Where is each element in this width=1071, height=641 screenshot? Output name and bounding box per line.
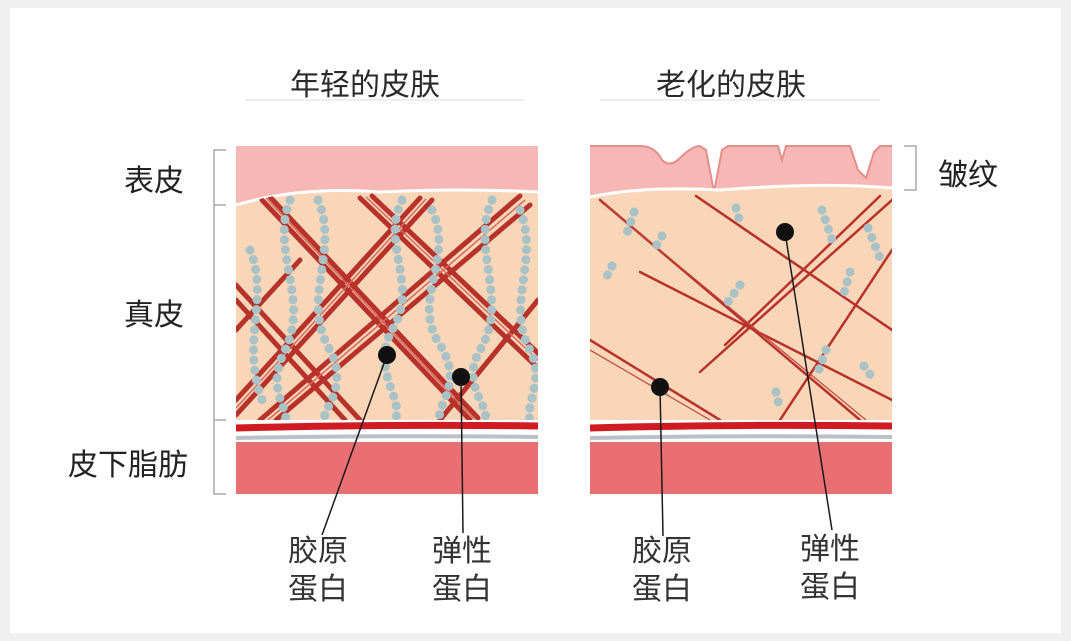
aged-vessel-gap xyxy=(589,431,893,435)
aged-elastin-fragments xyxy=(599,203,885,415)
aged-skin-title: 老化的皮肤 xyxy=(656,68,806,103)
subcutaneous-label: 皮下脂肪 xyxy=(68,448,188,483)
young-skin-panel xyxy=(235,146,539,494)
aged-elastin-line2: 蛋白 xyxy=(800,570,860,605)
wrinkle-label: 皱纹 xyxy=(938,158,998,193)
wrinkle-bracket xyxy=(904,145,917,191)
young-elastin-callout: 弹性 蛋白 xyxy=(432,533,492,609)
young-skin-title: 年轻的皮肤 xyxy=(290,68,440,103)
young-collagen-marker xyxy=(378,346,396,364)
young-vessel-gap xyxy=(235,431,539,435)
aged-collagen-callout: 胶原 蛋白 xyxy=(632,533,692,609)
young-dermis-boundary xyxy=(235,188,539,207)
aged-vessel xyxy=(589,421,893,432)
young-subcutaneous-fat xyxy=(236,442,538,494)
aged-fibers xyxy=(590,194,892,420)
young-collagen-line1: 胶原 xyxy=(288,534,348,569)
aged-collagen-line2: 蛋白 xyxy=(632,572,692,607)
aged-elastin-marker xyxy=(776,223,794,241)
aged-membrane xyxy=(589,434,893,440)
aged-dermis-boundary xyxy=(589,183,893,199)
aged-collagen-marker xyxy=(651,378,669,396)
young-elastin-line2: 蛋白 xyxy=(432,572,492,607)
aged-elastin-line1: 弹性 xyxy=(800,532,860,567)
young-elastin-marker xyxy=(452,368,470,386)
young-elastin-line1: 弹性 xyxy=(432,534,492,569)
young-collagen-line2: 蛋白 xyxy=(288,572,348,607)
young-vessel xyxy=(235,421,539,432)
aged-collagen-fibers xyxy=(590,194,892,420)
dermis-label: 真皮 xyxy=(124,298,184,333)
aged-subcutaneous-fat xyxy=(590,442,892,494)
aged-collagen-thin xyxy=(590,204,867,420)
young-membrane xyxy=(235,434,539,440)
young-fibers xyxy=(236,193,538,420)
epidermis-label: 表皮 xyxy=(124,164,184,199)
young-elastin-fibers xyxy=(245,195,538,420)
aged-skin-panel xyxy=(589,144,893,494)
aged-collagen-line1: 胶原 xyxy=(632,534,692,569)
young-collagen-callout: 胶原 蛋白 xyxy=(288,533,348,609)
aged-wrinkle-surface xyxy=(590,144,892,193)
aged-elastin-callout: 弹性 蛋白 xyxy=(800,531,860,607)
layer-brackets xyxy=(213,149,226,495)
pointer-lines xyxy=(321,231,833,537)
